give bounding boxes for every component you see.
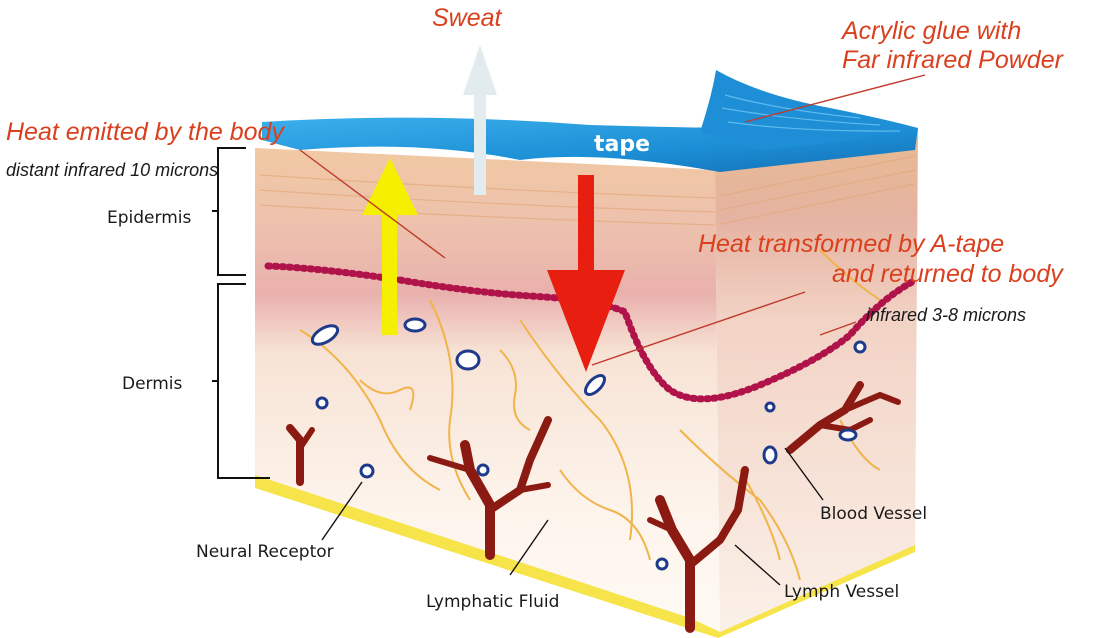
tape-peeled-corner — [700, 70, 918, 150]
tape-label: tape — [594, 132, 651, 157]
leader-lines — [299, 74, 926, 586]
distant-infrared-label: distant infrared 10 microns — [6, 160, 219, 180]
heat-transformed-label-line2: and returned to body — [832, 260, 1063, 288]
neural-receptor-cells — [310, 317, 867, 571]
infrared-short-label: infrared 3-8 microns — [866, 305, 1027, 325]
tape-weave-lines — [721, 94, 901, 132]
lymph-vessel-network — [299, 249, 881, 581]
heat-emitted-arrow — [362, 158, 418, 335]
blood-vessel-label: Blood Vessel — [820, 504, 928, 524]
epidermis-bracket — [212, 147, 246, 276]
lymph-vessel-label: Lymph Vessel — [784, 582, 900, 602]
epidermis-label: Epidermis — [107, 208, 192, 228]
dermis-bracket — [212, 283, 270, 479]
acrylic-glue-label-line1: Acrylic glue with — [842, 17, 1022, 45]
heat-emitted-label: Heat emitted by the body — [6, 118, 284, 146]
blood-vessel-branches — [286, 381, 901, 633]
sweat-arrow — [463, 45, 497, 195]
acrylic-glue-label-line2: Far infrared Powder — [842, 46, 1063, 74]
dermis-label: Dermis — [122, 374, 183, 394]
heat-returned-arrow — [547, 175, 625, 372]
neural-receptor-label: Neural Receptor — [196, 542, 334, 562]
heat-transformed-label-line1: Heat transformed by A-tape — [698, 230, 1005, 258]
lymphatic-fluid-label: Lymphatic Fluid — [426, 592, 560, 612]
basement-membrane — [264, 262, 916, 403]
sweat-label: Sweat — [432, 4, 502, 32]
